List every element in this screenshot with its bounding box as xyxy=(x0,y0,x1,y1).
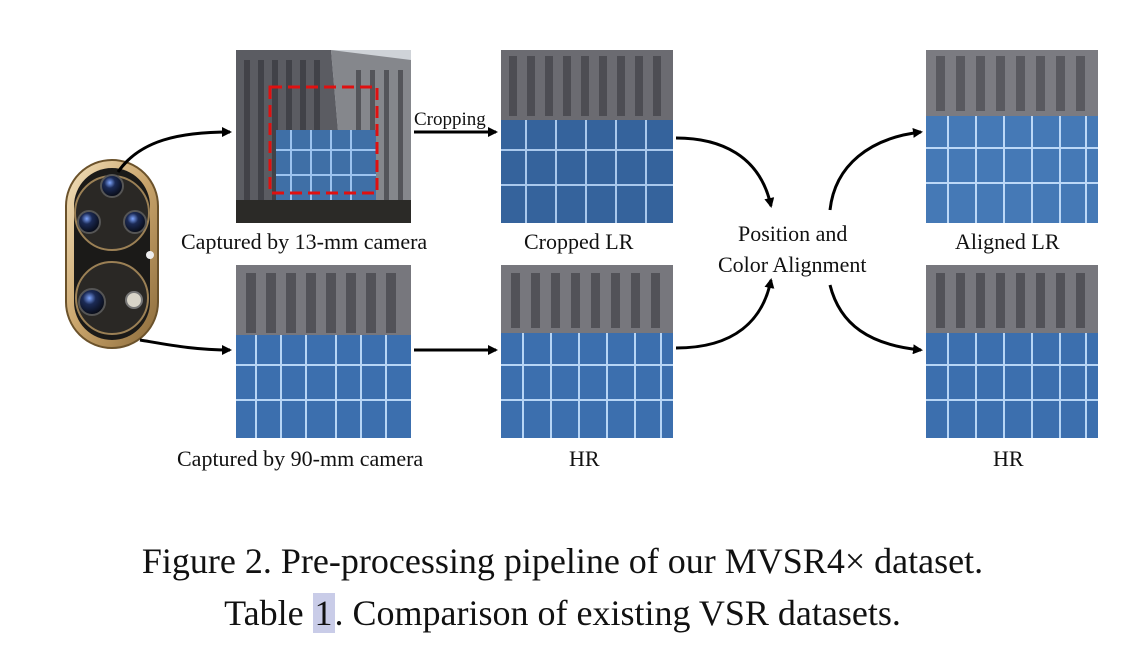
arrow-hr-to-align xyxy=(675,278,775,350)
table-caption: Table 1. Comparison of existing VSR data… xyxy=(0,593,1125,633)
wide-camera-label: Captured by 13-mm camera xyxy=(181,229,428,254)
cropped-lr-photo xyxy=(501,50,673,223)
aligned-lr-label: Aligned LR xyxy=(955,229,1060,254)
tele-camera-label: Captured by 90-mm camera xyxy=(177,446,424,471)
hr-right-label: HR xyxy=(993,446,1024,471)
hr-middle-photo xyxy=(501,265,673,438)
phone-camera-module-icon xyxy=(65,159,159,349)
arrow-camera-to-wide xyxy=(116,127,232,173)
cropping-label: Cropping xyxy=(414,109,486,130)
arrow-align-to-hr xyxy=(828,284,923,355)
hr-right-photo xyxy=(926,265,1098,438)
arrow-cropped-to-align xyxy=(675,136,775,208)
hr-middle-label: HR xyxy=(569,446,600,471)
table-reference-link[interactable]: 1 xyxy=(312,593,335,633)
alignment-label-line1: Position and xyxy=(738,221,848,246)
alignment-label-line2: Color Alignment xyxy=(718,252,867,277)
table-caption-prefix: Table xyxy=(224,593,313,633)
aligned-lr-photo xyxy=(926,50,1098,223)
figure-caption: Figure 2. Pre-processing pipeline of our… xyxy=(141,541,984,581)
arrow-align-to-aligned xyxy=(828,127,923,211)
wide-camera-photo xyxy=(236,50,411,223)
table-caption-suffix: . Comparison of existing VSR datasets. xyxy=(334,593,901,633)
tele-camera-photo xyxy=(236,265,411,438)
arrow-camera-to-tele xyxy=(139,338,232,355)
cropped-lr-label: Cropped LR xyxy=(524,229,634,254)
